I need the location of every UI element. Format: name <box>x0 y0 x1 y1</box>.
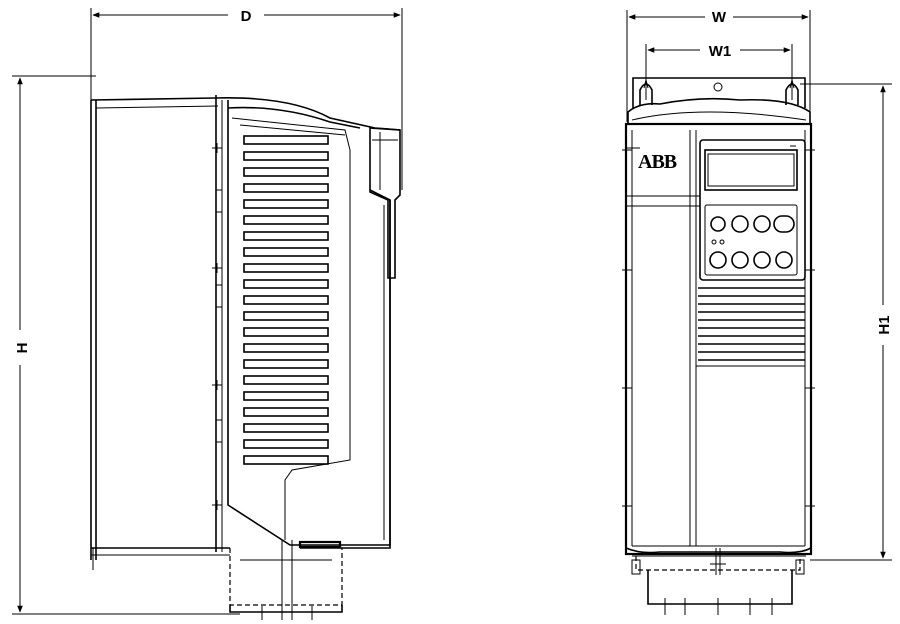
keypad-button <box>710 216 726 232</box>
mount-height-label: H1 <box>876 315 893 334</box>
brand-logo: ABB <box>638 151 677 173</box>
mount-width-dimension: W1 <box>645 43 793 100</box>
mount-height-dimension: H1 <box>800 83 893 561</box>
front-view: W W1 H1 <box>622 9 893 615</box>
keypad-button <box>731 251 749 269</box>
display-screen <box>704 149 798 191</box>
side-vent-slots <box>243 135 329 465</box>
width-dimension: W <box>626 9 811 122</box>
front-cable-box <box>631 548 805 615</box>
keypad-button <box>753 251 771 269</box>
height-label: H <box>14 343 31 354</box>
side-view: D H <box>12 8 403 620</box>
control-panel <box>699 139 806 281</box>
keypad-button <box>773 215 795 233</box>
depth-dimension: D <box>90 8 403 190</box>
front-vent-slots <box>696 287 805 367</box>
keypad-button <box>709 251 727 269</box>
side-cable-box <box>229 540 343 620</box>
top-mount-plate <box>632 77 806 108</box>
front-side-ticks <box>622 149 815 507</box>
mount-width-label: W1 <box>709 43 732 60</box>
keypad-button <box>775 251 793 269</box>
height-dimension: H <box>12 75 240 615</box>
keypad-button <box>731 215 749 233</box>
side-mount-markers <box>212 143 223 510</box>
keypad-button <box>753 215 771 233</box>
width-label: W <box>712 9 727 26</box>
depth-label: D <box>241 8 252 25</box>
